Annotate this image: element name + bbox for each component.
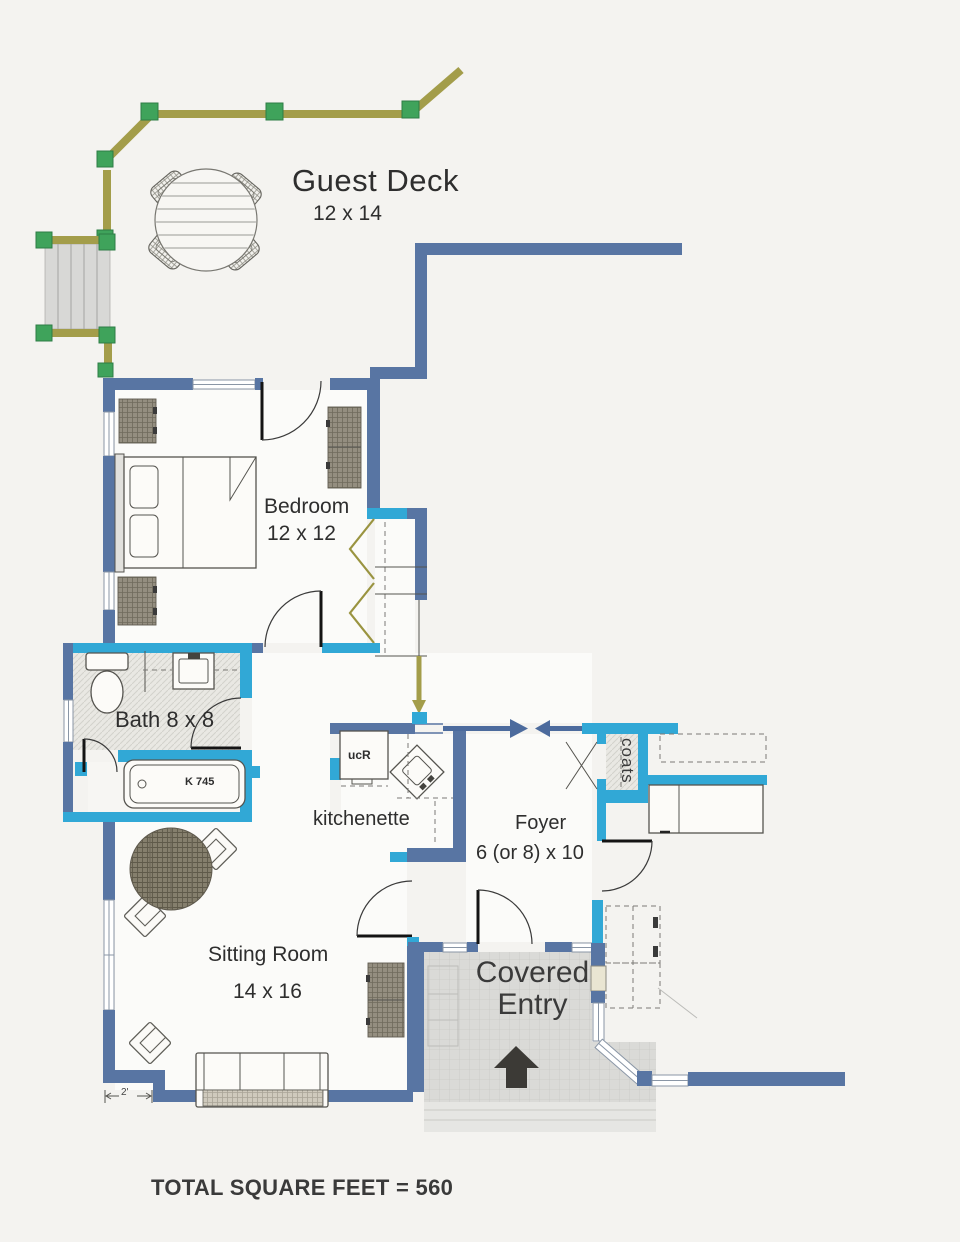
foyer (565, 723, 767, 1019)
offset-dimension-label: 2' (121, 1087, 129, 1098)
deck-rail-left-upper (103, 170, 111, 234)
tub-door-swing (83, 738, 118, 773)
deck-post (401, 100, 420, 119)
deck-stairs (35, 231, 116, 344)
blanket-fold (229, 456, 257, 502)
dresser (366, 962, 405, 1038)
exterior-wall-top-right (370, 243, 682, 379)
toilet (85, 652, 129, 714)
guest-deck-dims: 12 x 14 (313, 202, 382, 225)
overhead-cabinet-dashed (659, 733, 767, 763)
hall-floor-2 (252, 723, 330, 822)
deck-post (35, 231, 53, 249)
entry-flow-arrow-right (443, 719, 528, 738)
deck-post (265, 102, 284, 121)
bath-label: Bath 8 x 8 (115, 707, 215, 732)
kitchenette (330, 656, 602, 938)
tub-drain (137, 779, 147, 789)
bath (63, 643, 260, 822)
dresser (118, 398, 157, 444)
entry-direction-arrow (494, 1046, 539, 1088)
bathtub (123, 759, 246, 809)
entry-flow-arrow-left (535, 720, 602, 737)
deck-rail-diagonal-left (105, 112, 154, 161)
pillow (129, 514, 159, 558)
deck-rail-left-lower (104, 340, 112, 368)
sofa (195, 1052, 329, 1108)
foyer-cabinets-dashed (605, 905, 698, 1019)
bed (114, 453, 257, 573)
bath-vanity (143, 651, 238, 692)
kitchen-sink (389, 744, 445, 800)
total-square-feet-label: TOTAL SQUARE FEET = 560 (151, 1175, 454, 1200)
faucet (188, 653, 200, 659)
foyer-floor (466, 734, 592, 942)
deck-rail-diagonal-right (414, 66, 464, 112)
sitting-room-label: Sitting Room (208, 943, 329, 966)
guest-deck-label: Guest Deck (292, 163, 459, 198)
bedroom-hall-door-swing (264, 590, 322, 648)
bed-headboard (114, 453, 125, 573)
path-arrow-down-head (412, 700, 426, 714)
closet-bifold-door (348, 518, 375, 580)
sitting-foyer-door-swing (356, 880, 413, 937)
bedroom (63, 378, 427, 657)
tub-model-label: K 745 (185, 776, 215, 788)
bath-door-swing (190, 697, 242, 749)
under-counter-refrigerator (339, 730, 389, 785)
covered-entry (408, 889, 845, 1132)
covered-entry-label-line2: Entry (497, 988, 568, 1021)
foyer-label: Foyer (515, 812, 567, 834)
deck-post (140, 102, 159, 121)
round-table (129, 827, 213, 911)
kitchenette-label: kitchenette (313, 808, 410, 830)
deck-post (96, 150, 114, 168)
sitting-room-dims: 14 x 16 (233, 980, 302, 1003)
guest-deck (35, 66, 464, 378)
coats-door-fold (565, 741, 598, 790)
foyer-dims: 6 (or 8) x 10 (476, 842, 584, 864)
hall-floor (252, 653, 592, 723)
deck-post (98, 326, 116, 344)
offset-dimension (104, 1090, 153, 1103)
bedroom-dims: 12 x 12 (267, 522, 336, 545)
deck-table (154, 168, 258, 272)
bedroom-label: Bedroom (264, 495, 350, 518)
deck-post (97, 362, 114, 378)
front-door-swing (477, 889, 533, 945)
deck-table-set (145, 167, 265, 274)
pillow (129, 465, 159, 509)
deck-post (98, 233, 116, 251)
coats-label: coats (618, 738, 637, 784)
foyer-bench (648, 784, 764, 834)
entry-steps (424, 1109, 656, 1121)
coats-closet (565, 733, 648, 803)
foyer-door-swing (601, 840, 653, 892)
dresser (117, 576, 157, 626)
closet-bifold-door (348, 582, 375, 644)
bedroom-door-swing (261, 380, 322, 441)
dresser (326, 406, 362, 489)
deck-post (35, 324, 53, 342)
fridge-label: ucR (348, 748, 371, 762)
bedroom-closet-floor (375, 519, 415, 656)
covered-entry-label-line1: Covered (475, 956, 590, 989)
